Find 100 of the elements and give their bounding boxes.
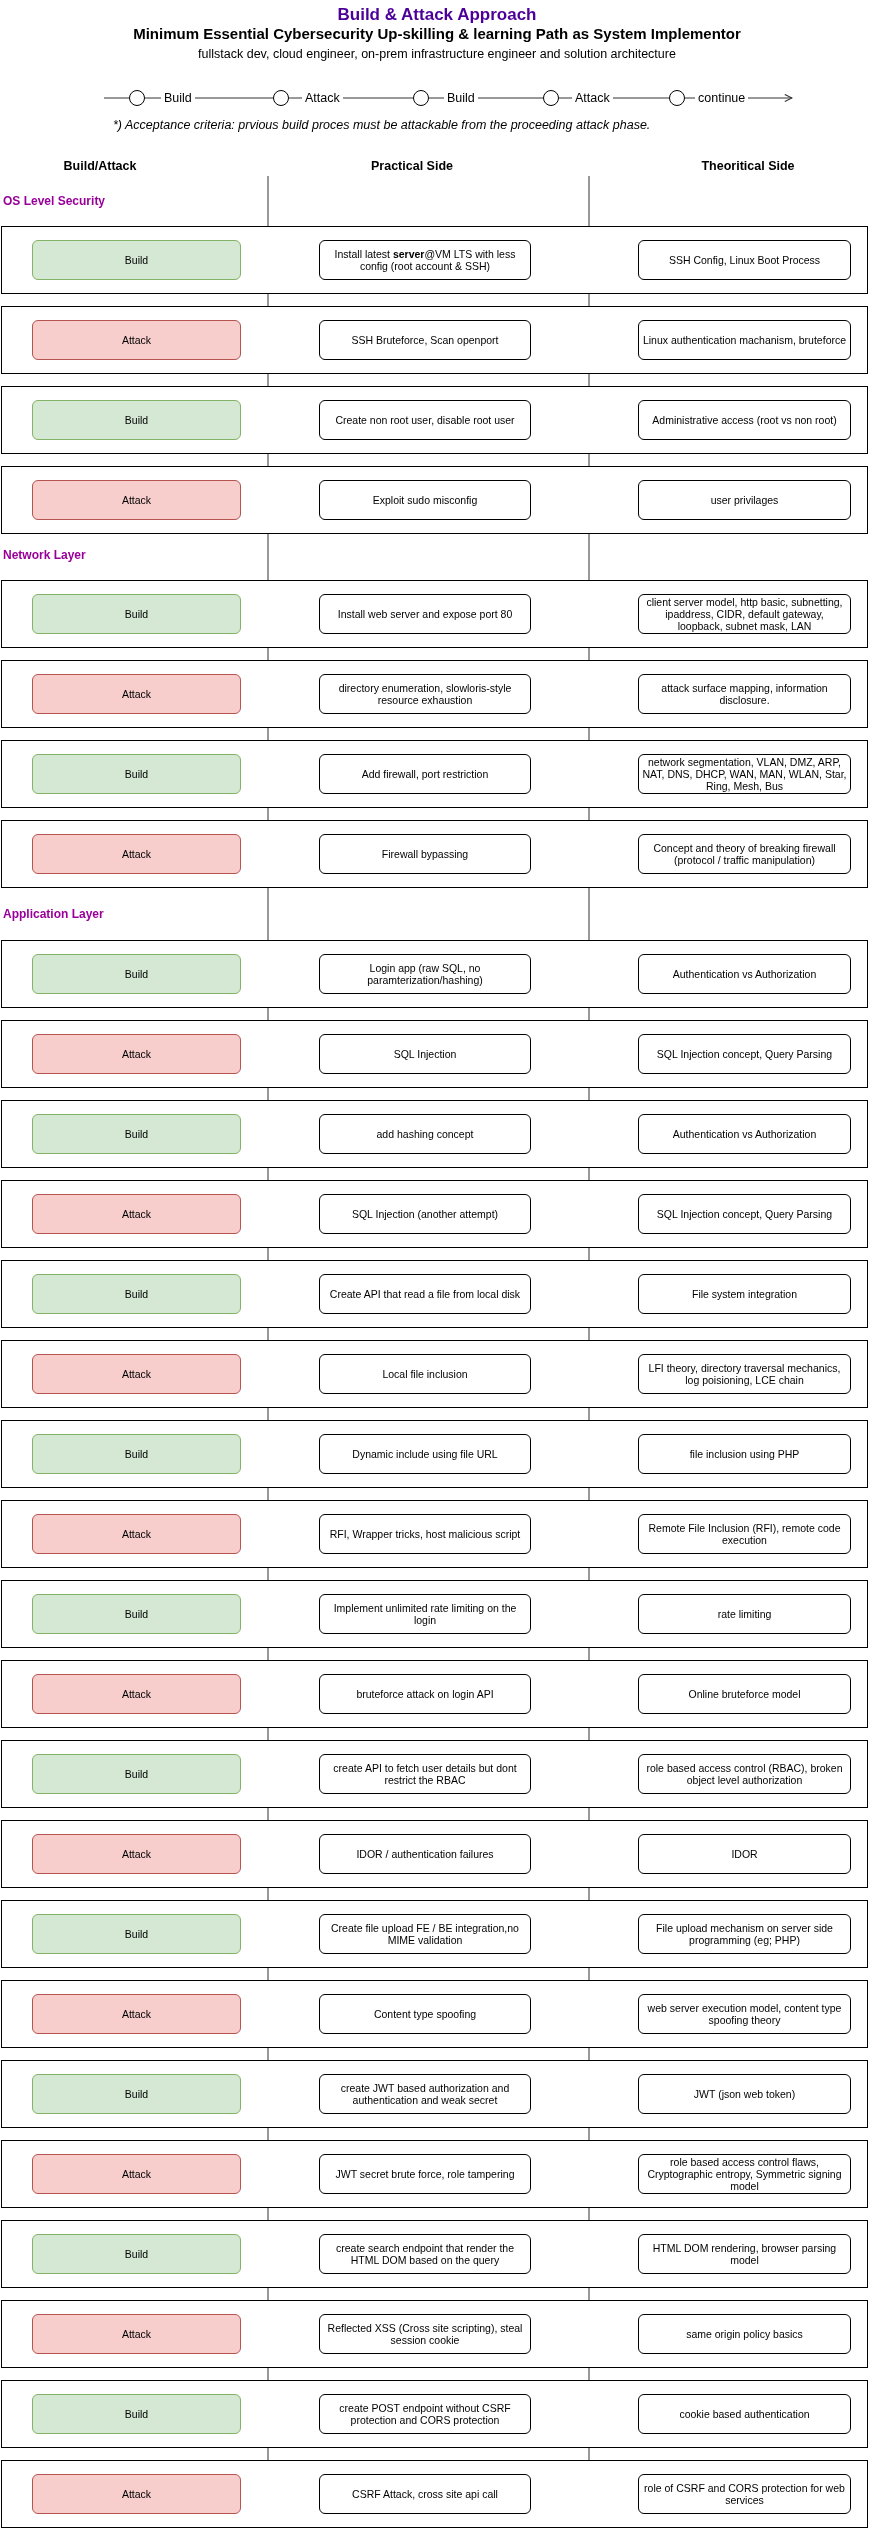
practical-task-box — [319, 1114, 531, 1154]
theory-topic-box — [638, 1994, 851, 2034]
row-panel — [1, 1660, 868, 1728]
phase-name: Build — [123, 1767, 150, 1781]
phase-name: Attack — [120, 2327, 153, 2341]
phase-name: Attack — [120, 1847, 153, 1861]
practical-task-box — [319, 1274, 531, 1314]
practical-task-text: SSH Bruteforce, Scan openport — [350, 333, 500, 347]
phase-name: Attack — [120, 1367, 153, 1381]
phase-name: Attack — [120, 687, 153, 701]
practical-task-box — [319, 754, 531, 794]
theory-topic-text: network segmentation, VLAN, DMZ, ARP, NAT, DNS, DHCP, WAN, MAN, WLAN, Star, Ring, Mesh, Bus — [641, 755, 848, 793]
practical-task-box — [319, 594, 531, 634]
phase-name: Attack — [120, 1527, 153, 1541]
build-badge — [32, 1274, 241, 1314]
practical-task-text: directory enumeration, slowloris-style resource exhaustion — [337, 681, 513, 707]
attack-badge — [32, 2154, 241, 2194]
theory-topic-box — [638, 400, 851, 440]
practical-task-text: IDOR / authentication failures — [355, 1847, 495, 1861]
practical-task-text: Login app (raw SQL, no paramterization/hashing) — [366, 961, 484, 987]
theory-topic-text: same origin policy basics — [685, 2327, 804, 2341]
row-panel — [1, 1740, 868, 1808]
practical-task-box — [319, 2474, 531, 2514]
theory-topic-box — [638, 1274, 851, 1314]
audience-text: fullstack dev, cloud engineer, on-prem infrastructure engineer and solution architecture — [197, 47, 677, 61]
theory-topic-text: Authentication vs Authorization — [671, 1127, 818, 1141]
column-header: Theoritical Side — [700, 159, 796, 173]
practical-task-text: create search endpoint that render the HTML DOM based on the query — [334, 2241, 515, 2267]
practical-task-box — [319, 1674, 531, 1714]
theory-topic-text: role of CSRF and CORS protection for web services — [643, 2481, 846, 2507]
theory-topic-text: SSH Config, Linux Boot Process — [667, 253, 822, 267]
practical-task-text: create API to fetch user details but dont restrict the RBAC — [332, 1761, 518, 1787]
build-badge — [32, 1594, 241, 1634]
phase-name: Build — [123, 1127, 150, 1141]
attack-badge — [32, 1674, 241, 1714]
note-text: *) Acceptance criteria: prvious build proces must be attackable from the proceeding attack phase. — [113, 118, 652, 132]
theory-topic-text: attack surface mapping, information disclosure. — [660, 681, 829, 707]
theory-topic-box — [638, 2234, 851, 2274]
practical-task-text: Install latest server@VM LTS with less config (root account & SSH) — [333, 247, 517, 273]
practical-task-text: Install web server and expose port 80 — [336, 607, 514, 621]
practical-task-text: SQL Injection — [392, 1047, 458, 1061]
attack-badge — [32, 1834, 241, 1874]
practical-task-box — [319, 2314, 531, 2354]
phase-circle — [273, 90, 289, 106]
phase-name: Build — [123, 413, 150, 427]
row-panel — [1, 940, 868, 1008]
attack-badge — [32, 834, 241, 874]
theory-topic-text: Concept and theory of breaking firewall (protocol / traffic manipulation) — [652, 841, 837, 867]
phase-name: Attack — [120, 847, 153, 861]
theory-topic-box — [638, 2394, 851, 2434]
theory-topic-text: JWT (json web token) — [692, 2087, 797, 2101]
row-panel — [1, 1580, 868, 1648]
phase-name: Build — [123, 2407, 150, 2421]
practical-task-text: Create API that read a file from local disk — [328, 1287, 522, 1301]
theory-topic-box — [638, 1194, 851, 1234]
practical-task-box — [319, 400, 531, 440]
practical-task-box — [319, 2154, 531, 2194]
theory-topic-text: IDOR — [730, 1847, 759, 1861]
practical-task-box — [319, 674, 531, 714]
theory-topic-text: client server model, http basic, subnetting, ipaddress, CIDR, default gateway, loopback, subnet mask, LAN — [645, 595, 844, 633]
practical-task-box — [319, 954, 531, 994]
phase-name: Build — [123, 607, 150, 621]
row-panel — [1, 660, 868, 728]
phase-name: Attack — [120, 1047, 153, 1061]
phase-name: Attack — [120, 2487, 153, 2501]
practical-task-text: Firewall bypassing — [380, 847, 470, 861]
practical-task-box — [319, 240, 531, 280]
theory-topic-text: SQL Injection concept, Query Parsing — [655, 1207, 834, 1221]
diagram-title: Build & Attack Approach — [336, 5, 538, 25]
build-badge — [32, 2234, 241, 2274]
theory-topic-text: HTML DOM rendering, browser parsing model — [651, 2241, 838, 2267]
theory-topic-box — [638, 1754, 851, 1794]
attack-badge — [32, 1994, 241, 2034]
practical-task-text: JWT secret brute force, role tampering — [334, 2167, 516, 2181]
practical-task-text: Create file upload FE / BE integration,no MIME validation — [330, 1921, 520, 1947]
row-panel — [1, 1820, 868, 1888]
practical-task-box — [319, 834, 531, 874]
build-badge — [32, 2394, 241, 2434]
theory-topic-text: SQL Injection concept, Query Parsing — [655, 1047, 834, 1061]
row-panel — [1, 1180, 868, 1248]
section-heading: Application Layer — [3, 907, 105, 921]
row-panel — [1, 306, 868, 374]
practical-task-text: bruteforce attack on login API — [355, 1687, 495, 1701]
section-heading: OS Level Security — [3, 194, 107, 208]
theory-topic-text: role based access control flaws, Cryptographic entropy, Symmetric signing model — [646, 2155, 843, 2193]
build-badge — [32, 400, 241, 440]
build-badge — [32, 1434, 241, 1474]
column-header: Build/Attack — [62, 159, 138, 173]
row-panel — [1, 1100, 868, 1168]
practical-task-box — [319, 1354, 531, 1394]
theory-topic-box — [638, 1114, 851, 1154]
theory-topic-text: File upload mechanism on server side programming (eg; PHP) — [655, 1921, 834, 1947]
row-panel — [1, 2220, 868, 2288]
theory-topic-text: File system integration — [690, 1287, 798, 1301]
row-panel — [1, 1260, 868, 1328]
phase-name: Attack — [120, 333, 153, 347]
phase-name: Build — [123, 2087, 150, 2101]
attack-badge — [32, 2474, 241, 2514]
theory-topic-text: Administrative access (root vs non root) — [651, 413, 838, 427]
row-panel — [1, 226, 868, 294]
